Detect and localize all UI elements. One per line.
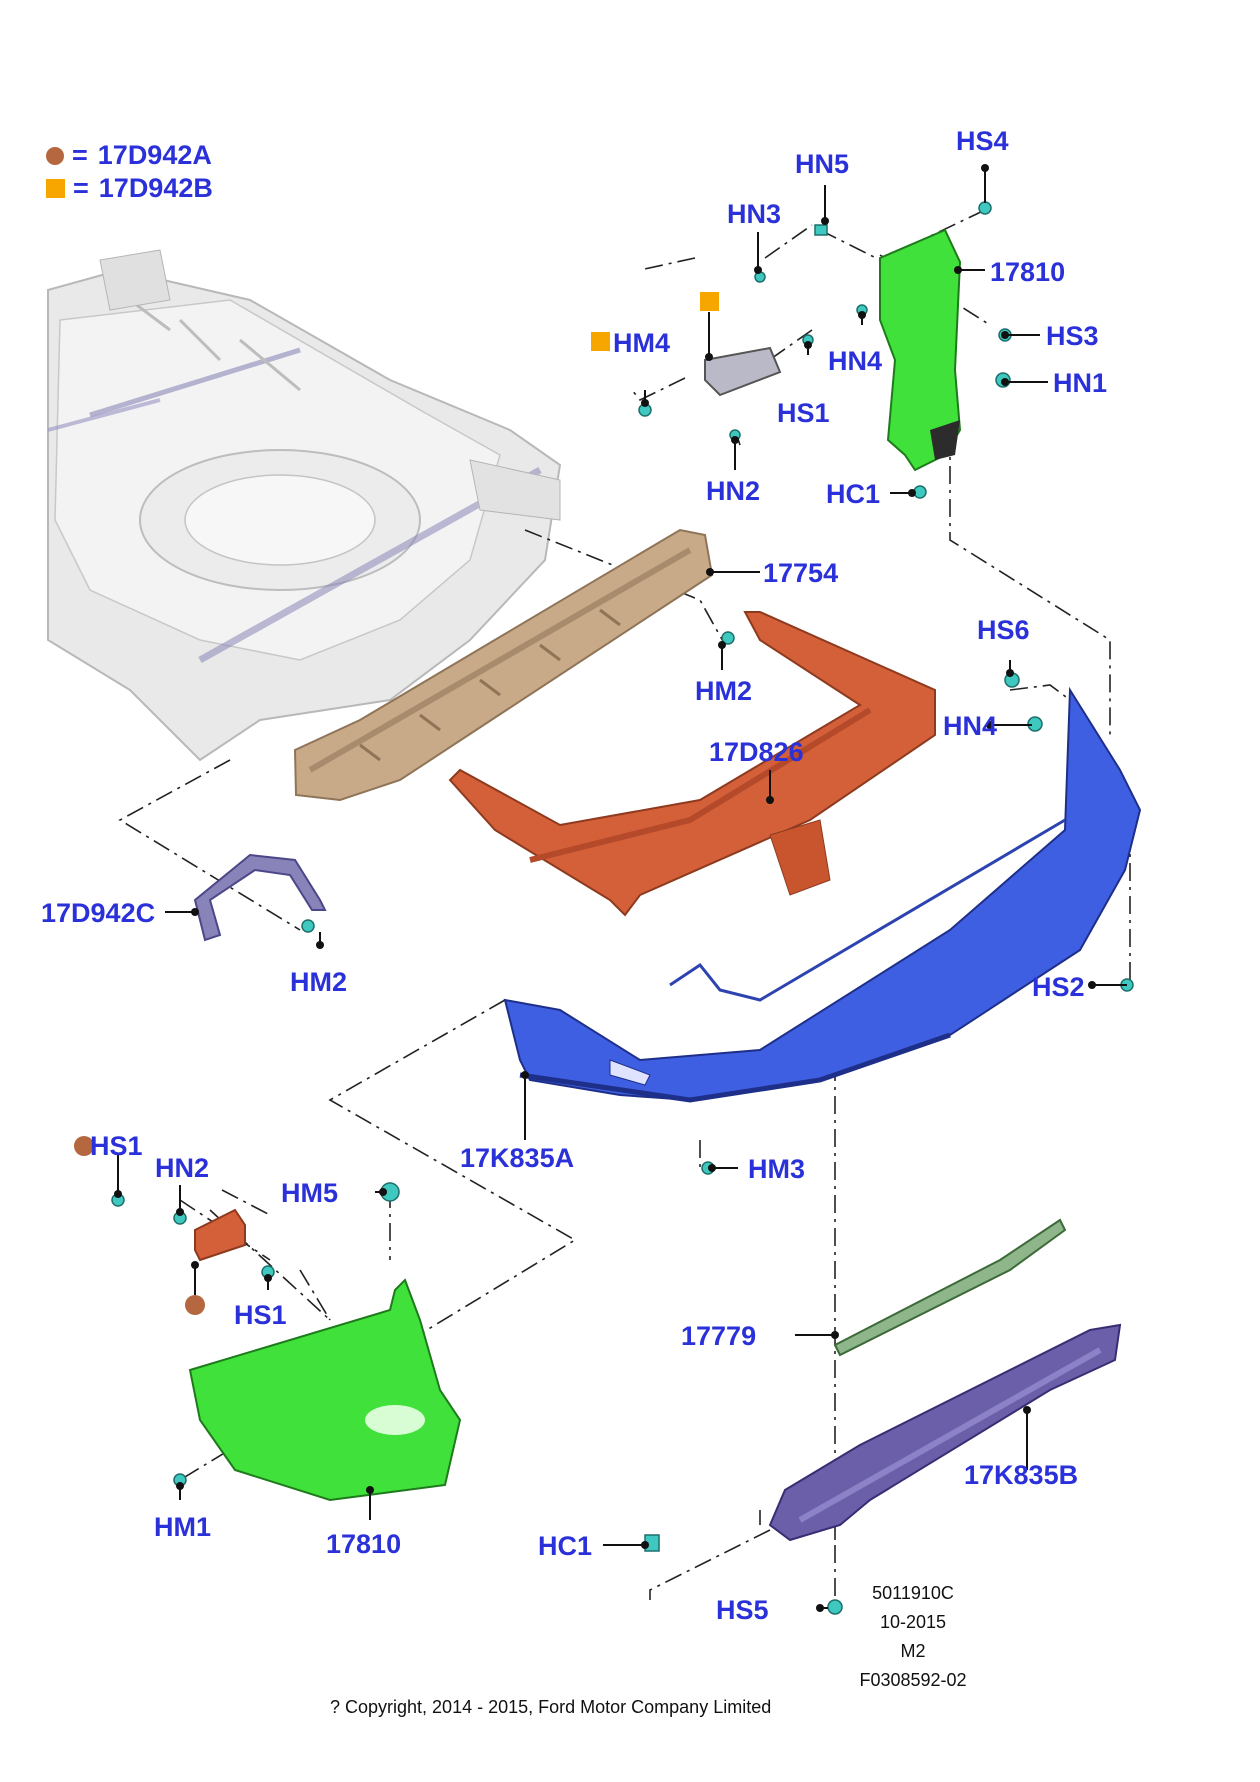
orange-square-icon (46, 179, 65, 198)
marker-hs1-circle (74, 1136, 94, 1156)
label-hc1-upper: HC1 (826, 479, 881, 509)
label-hs4: HS4 (956, 126, 1009, 156)
label-hs2: HS2 (1032, 972, 1085, 1002)
part-17810-lower-illustration (188, 1278, 462, 1502)
label-17k835b: 17K835B (964, 1460, 1079, 1490)
part-17779-illustration (833, 1218, 1067, 1357)
part-17754-illustration (293, 528, 714, 802)
label-17d942c: 17D942C (41, 898, 156, 928)
label-hm2-left: HM2 (290, 967, 348, 997)
illustration-variant: M2 (900, 1641, 926, 1661)
callout-dots (114, 164, 1096, 1612)
illustration-number: 5011910C (872, 1583, 954, 1603)
floor-pan-illustration (47, 249, 562, 762)
label-hs1-lower: HS1 (234, 1300, 287, 1330)
part-17k835b-illustration (768, 1323, 1122, 1542)
label-hn2-left: HN2 (155, 1153, 210, 1183)
legend-equals: = (72, 140, 88, 170)
label-hc1-lower: HC1 (538, 1531, 593, 1561)
part-17k835a-illustration (503, 686, 1142, 1103)
label-17d826: 17D826 (709, 737, 804, 767)
part-17d942c-illustration (193, 853, 327, 942)
illustration-reference: F0308592-02 (859, 1670, 967, 1690)
label-hs5: HS5 (716, 1595, 769, 1625)
illustration-date: 10-2015 (879, 1612, 947, 1632)
label-17k835a: 17K835A (460, 1143, 575, 1173)
legend-row-17d942a: = 17D942A (46, 140, 212, 171)
label-hn5: HN5 (795, 149, 850, 179)
label-hs6: HS6 (977, 615, 1030, 645)
legend-code: 17D942B (98, 173, 213, 203)
label-hm3: HM3 (748, 1154, 806, 1184)
marker-bracket-circle (185, 1295, 205, 1315)
part-17d942b-bracket-illustration (704, 346, 782, 397)
marker-17d942b-square (700, 292, 719, 311)
label-hm1: HM1 (154, 1512, 212, 1542)
part-17d826-illustration (448, 611, 936, 917)
label-hs3: HS3 (1046, 321, 1099, 351)
copyright-notice: ? Copyright, 2014 - 2015, Ford Motor Com… (330, 1697, 772, 1717)
part-17810-upper-illustration (879, 228, 962, 472)
label-hn4-upper: HN4 (828, 346, 883, 376)
label-hs1-left: HS1 (90, 1131, 143, 1161)
label-hm2-middle: HM2 (695, 676, 753, 706)
brown-circle-icon (46, 146, 64, 165)
label-hn3: HN3 (727, 199, 782, 229)
legend-equals: = (73, 173, 89, 203)
part-lower-bracket-illustration (194, 1208, 246, 1262)
label-hm5: HM5 (281, 1178, 339, 1208)
label-hn1: HN1 (1053, 368, 1108, 398)
legend-code: 17D942A (97, 140, 212, 170)
label-hm4: HM4 (613, 328, 671, 358)
label-hn2-upper: HN2 (706, 476, 761, 506)
label-17810-lower: 17810 (326, 1529, 402, 1559)
label-hn4-middle: HN4 (943, 711, 998, 741)
label-hs1-upper: HS1 (777, 398, 830, 428)
label-17779: 17779 (681, 1321, 757, 1351)
label-17810-upper: 17810 (990, 257, 1066, 287)
legend-row-17d942b: = 17D942B (46, 173, 213, 204)
label-17754: 17754 (763, 558, 839, 588)
marker-hm4-square (591, 332, 610, 351)
